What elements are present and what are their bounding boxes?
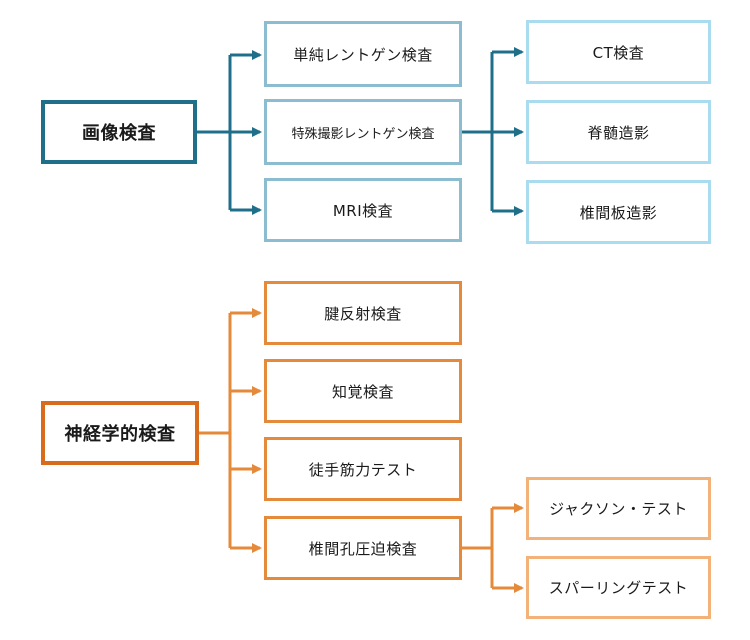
imaging-connectors: [197, 47, 524, 216]
ct-node: CT検査: [526, 20, 711, 84]
plain-xray-node: 単純レントゲン検査: [264, 21, 462, 87]
mri-node: MRI検査: [264, 178, 462, 242]
jackson-test-node: ジャクソン・テスト: [526, 477, 711, 540]
neuro-root-node: 神経学的検査: [41, 401, 199, 465]
neuro-connectors: [199, 308, 524, 593]
foraminal-test-node: 椎間孔圧迫検査: [264, 516, 462, 580]
muscle-test-node: 徒手筋力テスト: [264, 437, 462, 501]
imaging-root-node: 画像検査: [41, 100, 197, 164]
spurling-test-node: スパーリングテスト: [526, 556, 711, 619]
special-xray-node: 特殊撮影レントゲン検査: [264, 99, 462, 165]
myelography-node: 脊髄造影: [526, 100, 711, 164]
discography-node: 椎間板造影: [526, 180, 711, 244]
sensory-test-node: 知覚検査: [264, 359, 462, 423]
reflex-test-node: 腱反射検査: [264, 281, 462, 345]
